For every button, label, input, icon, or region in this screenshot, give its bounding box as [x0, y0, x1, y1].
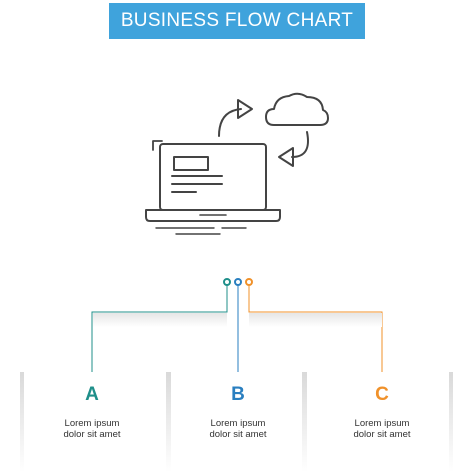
step-b-line1: Lorem ipsum	[210, 418, 266, 429]
step-b-line2: dolor sit amet	[209, 429, 267, 440]
step-letter-b: B	[231, 384, 245, 405]
step-letter-a: A	[85, 384, 99, 405]
step-a-line2: dolor sit amet	[63, 429, 121, 440]
connector-line-a	[91, 285, 228, 380]
cloud-icon	[265, 92, 329, 126]
page-title: BUSINESS FLOW CHART	[120, 10, 354, 31]
screen-panel-icon	[173, 156, 209, 171]
step-text-a: Lorem ipsum dolor sit amet	[42, 418, 142, 440]
download-arrow-icon	[291, 131, 309, 158]
connector-dot-b	[234, 278, 242, 286]
connector-dot-a	[223, 278, 231, 286]
laptop-cloud-sync-icon	[145, 92, 329, 235]
card-divider	[20, 372, 24, 472]
card-divider	[166, 372, 171, 472]
step-a-line1: Lorem ipsum	[64, 418, 120, 429]
step-text-b: Lorem ipsum dolor sit amet	[188, 418, 288, 440]
step-card-c	[306, 372, 454, 472]
step-card-b	[166, 372, 306, 472]
connector-line-c	[248, 285, 383, 380]
step-card-a	[22, 372, 172, 472]
connector-shadow-right	[249, 313, 382, 327]
card-divider	[302, 372, 307, 472]
step-text-c: Lorem ipsum dolor sit amet	[332, 418, 432, 440]
connector-dot-c	[245, 278, 253, 286]
laptop-base-icon	[145, 209, 281, 222]
title-banner: BUSINESS FLOW CHART	[109, 3, 365, 39]
step-letter-c: C	[375, 384, 389, 405]
step-c-line2: dolor sit amet	[353, 429, 411, 440]
card-divider	[449, 372, 453, 472]
connector-shadow-left	[93, 313, 227, 327]
step-c-line1: Lorem ipsum	[354, 418, 410, 429]
